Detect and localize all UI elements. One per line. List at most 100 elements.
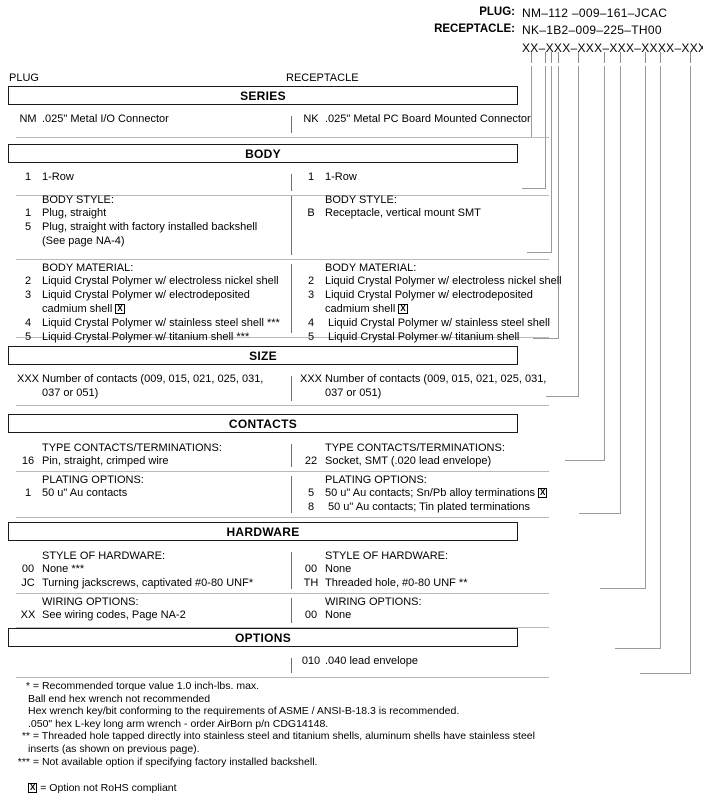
option-description: Liquid Crystal Polymer w/ electroless ni… [325,275,562,287]
option-code: B [307,207,315,219]
option-code: XX [20,609,36,621]
option-description: Liquid Crystal Polymer w/ titanium shell [328,331,520,343]
option-row[interactable]: 00 None *** [16,562,291,576]
footnotes: * = Recommended torque value 1.0 inch-lb… [6,680,696,794]
leader-horizontal [527,252,552,253]
option-code: XXX [299,373,322,385]
leader-vertical [551,66,552,252]
section-options: NM .025" Metal I/O Connector NK.025" Metal… [16,112,549,138]
section-header-series: SERIES [8,86,518,105]
column-header-receptacle: RECEPTACLE [286,72,359,84]
configurator-table: PLUG RECEPTACLE SERIES NM .025" Metal I/O … [0,72,703,678]
not-rohs-compliant-icon: X [537,488,548,498]
option-code: 8 [307,501,315,513]
column-divider [291,116,292,133]
option-description: Liquid Crystal Polymer w/ stainless stee… [328,317,550,329]
part-number-tick [604,52,605,63]
option-code: 00 [21,563,35,575]
option-column-receptacle: 010.040 lead envelope [299,654,549,668]
option-description: None [325,563,352,575]
leader-horizontal [579,513,621,514]
option-group-title: PLATING OPTIONS: [42,474,144,486]
footnote-line: .050" hex L-key long arm wrench - order … [28,717,329,730]
option-code: 1 [307,171,315,183]
part-number-row: RECEPTACLE:NK–1B2–009–225–TH00 [0,23,703,40]
option-group-title: BODY MATERIAL: [42,262,134,274]
option-description: Socket, SMT (.020 lead envelope) [325,455,492,467]
option-code: XXX [16,373,39,385]
leader-horizontal [546,396,579,397]
column-divider [291,444,292,467]
column-divider [291,598,292,623]
option-row[interactable]: NK.025" Metal PC Board Mounted Connector [299,112,549,126]
option-code: 16 [21,455,35,467]
option-description: Number of contacts (009, 015, 021, 025, … [325,373,547,385]
option-group-title: BODY STYLE: [42,194,114,206]
option-code: 4 [307,317,315,329]
part-number-tick [660,52,661,63]
option-code: 1 [24,207,32,219]
column-headers: PLUG RECEPTACLE [0,72,703,88]
option-description: Liquid Crystal Polymer w/ electrodeposit… [42,289,250,301]
section-header-contacts: CONTACTS [8,414,518,433]
section-header-label: SIZE [249,349,277,363]
option-row[interactable]: 010.040 lead envelope [299,654,549,668]
part-number-tick [558,52,559,63]
section-options: 010.040 lead envelope [16,654,549,678]
part-number-value: NK–1B2–009–225–TH00 [522,23,662,37]
part-number-row: XX–XXX–XXX–XXX–XXXX–XXX [0,41,703,58]
option-group-title: TYPE CONTACTS/TERMINATIONS: [325,442,505,454]
leader-horizontal [533,338,559,339]
leader-vertical [620,66,621,513]
option-column-plug: NM .025" Metal I/O Connector [16,112,291,126]
leader-vertical [690,66,691,673]
leader-vertical [545,66,546,188]
column-divider [291,174,292,191]
option-code: 5 [307,487,315,499]
option-description: None [325,609,352,621]
option-code: NM [19,113,37,125]
leader-vertical [604,66,605,460]
option-description: None *** [42,563,85,575]
option-description: .025" Metal I/O Connector [42,113,169,125]
section-header-size: SIZE [8,346,518,365]
column-header-plug: PLUG [9,72,39,84]
option-row[interactable]: 4 Liquid Crystal Polymer w/ stainless ste… [299,316,550,330]
leader-vertical [645,66,646,588]
option-row[interactable]: NM .025" Metal I/O Connector [16,112,291,126]
